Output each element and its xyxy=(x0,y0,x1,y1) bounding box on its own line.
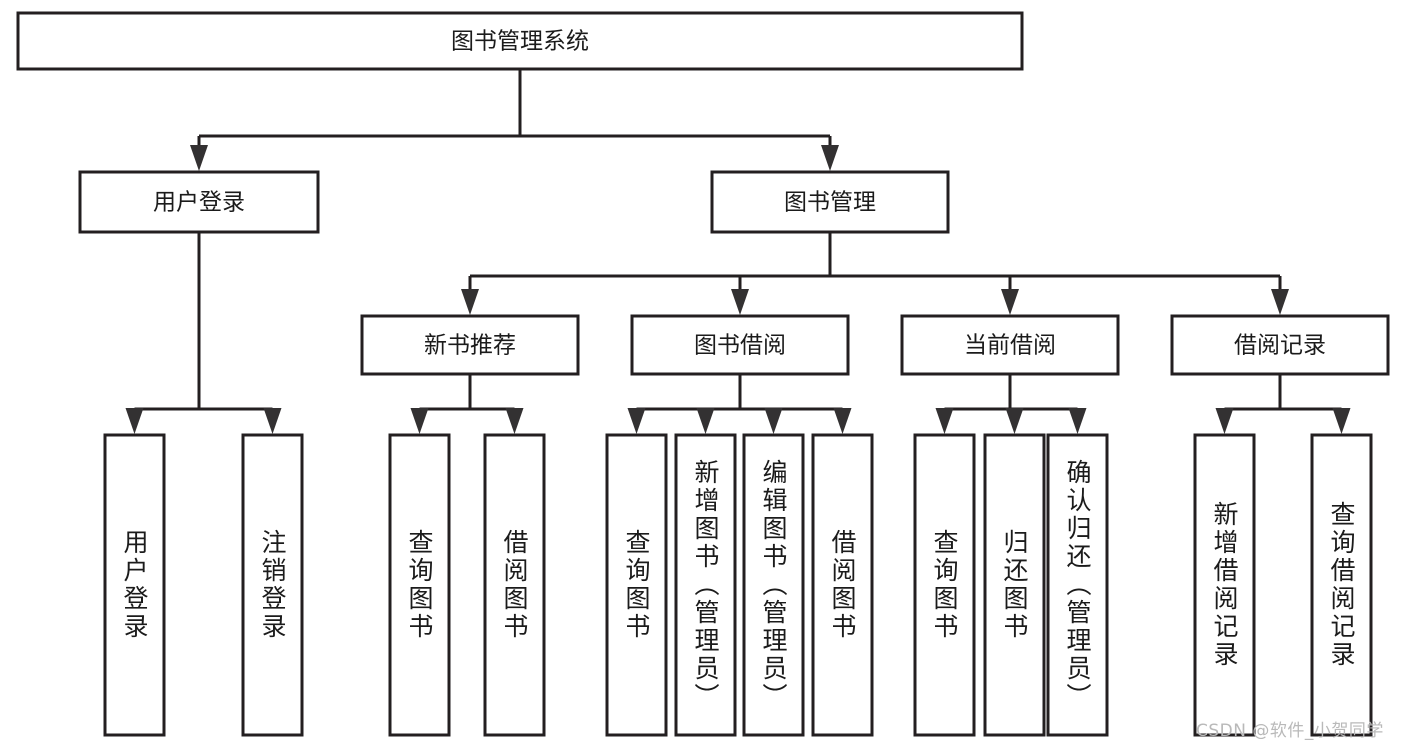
node-box-leaf-7[interactable] xyxy=(811,433,874,737)
arrow-head-icon xyxy=(263,408,282,434)
node-box-leaf-1[interactable] xyxy=(241,433,304,737)
node-box-level3-1[interactable] xyxy=(630,314,850,376)
node-box-leaf-4[interactable] xyxy=(605,433,668,737)
arrow-head-icon xyxy=(410,408,429,434)
node-box-leaf-8[interactable] xyxy=(913,433,976,737)
arrow-head-icon xyxy=(1001,289,1019,315)
node-box-level2-1[interactable] xyxy=(710,170,950,234)
node-box-level2-0[interactable] xyxy=(78,170,320,234)
node-label-level2-0: 用户登录 xyxy=(153,190,245,216)
node-box-leaf-3[interactable] xyxy=(483,433,546,737)
node-box-level3-2[interactable] xyxy=(900,314,1120,376)
node-box-leaf-9[interactable] xyxy=(983,433,1046,737)
arrow-head-icon xyxy=(461,289,479,315)
arrow-head-icon xyxy=(1215,408,1234,434)
node-label-level3-0: 新书推荐 xyxy=(424,333,516,359)
arrow-head-icon xyxy=(935,408,954,434)
arrow-head-icon xyxy=(764,408,783,434)
arrow-head-icon xyxy=(696,408,715,434)
node-box-leaf-10[interactable] xyxy=(1046,433,1109,737)
node-label-root: 图书管理系统 xyxy=(451,29,589,55)
arrow-head-icon xyxy=(1005,408,1024,434)
arrow-head-icon xyxy=(505,408,524,434)
arrow-head-icon xyxy=(1271,289,1289,315)
arrow-head-icon xyxy=(821,145,839,171)
arrow-head-icon xyxy=(1068,408,1087,434)
arrow-head-icon xyxy=(125,408,144,434)
node-label-level3-2: 当前借阅 xyxy=(964,333,1056,359)
node-box-leaf-2[interactable] xyxy=(388,433,451,737)
arrow-head-icon xyxy=(627,408,646,434)
node-box-level3-0[interactable] xyxy=(360,314,580,376)
node-box-leaf-0[interactable] xyxy=(103,433,166,737)
node-label-level3-1: 图书借阅 xyxy=(694,333,786,359)
arrow-head-icon xyxy=(731,289,749,315)
node-box-level3-3[interactable] xyxy=(1170,314,1390,376)
arrow-head-icon xyxy=(833,408,852,434)
node-box-leaf-6[interactable] xyxy=(742,433,805,737)
node-box-leaf-5[interactable] xyxy=(674,433,737,737)
node-box-root[interactable] xyxy=(16,11,1024,71)
node-box-leaf-11[interactable] xyxy=(1193,433,1256,737)
nodes-layer xyxy=(16,11,1390,737)
node-label-level3-3: 借阅记录 xyxy=(1234,333,1326,359)
node-label-level2-1: 图书管理 xyxy=(784,190,876,216)
node-box-leaf-12[interactable] xyxy=(1310,433,1373,737)
csdn-watermark: CSDN @软件_小贺同学 xyxy=(1196,721,1384,741)
connectors-layer xyxy=(125,69,1351,434)
arrow-head-icon xyxy=(190,145,208,171)
arrow-head-icon xyxy=(1332,408,1351,434)
